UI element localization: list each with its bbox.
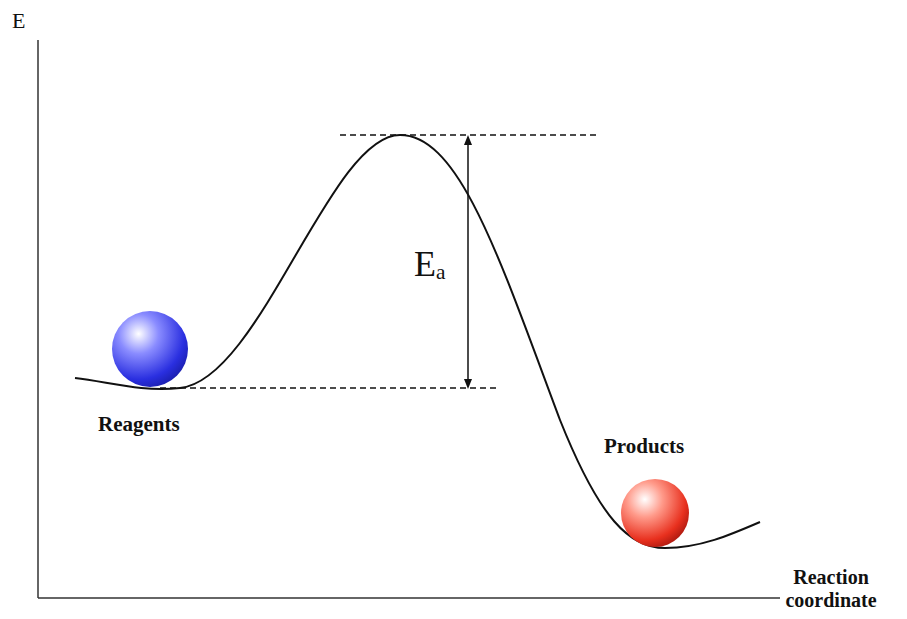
peak-level-line <box>340 134 598 136</box>
reagent-ball <box>112 311 188 387</box>
reagent-label: Reagents <box>98 412 180 436</box>
axis-label: Reaction coordinate <box>776 566 886 612</box>
product-ball <box>621 479 689 547</box>
coordinate-axis <box>38 597 780 599</box>
reagent-level-line <box>160 387 498 389</box>
activation-energy-label: Eₐ <box>414 244 446 285</box>
axis-label: E <box>12 8 25 33</box>
energy-curve <box>75 135 760 548</box>
energy-axis <box>37 40 39 598</box>
product-label: Products <box>604 434 684 458</box>
activation-arrow <box>467 140 469 384</box>
